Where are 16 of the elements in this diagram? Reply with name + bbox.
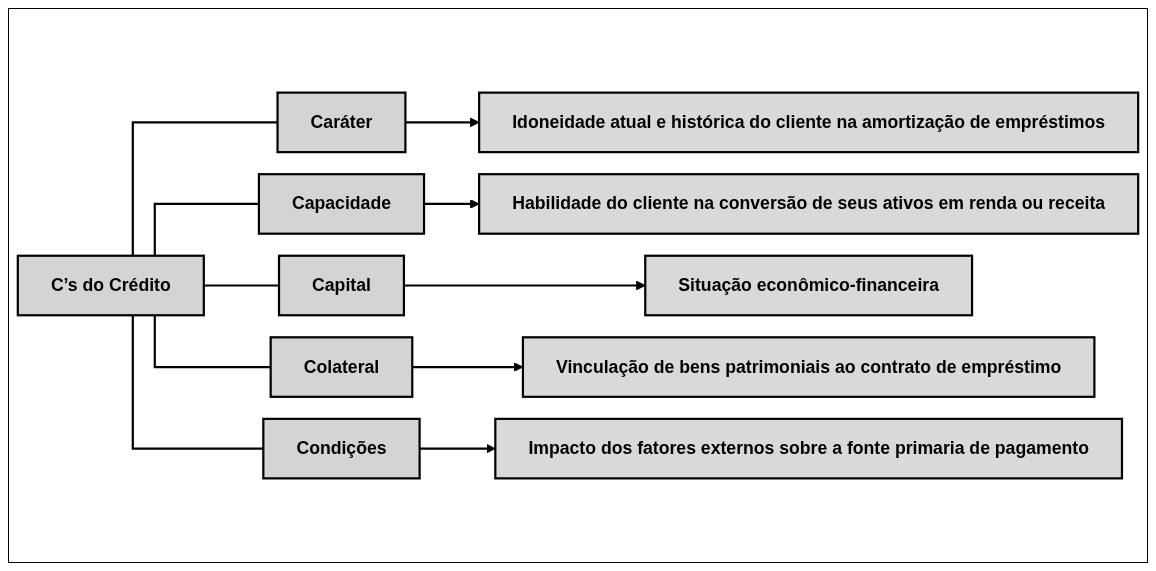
node-box (257, 173, 426, 235)
node-box (262, 417, 421, 480)
node-box (478, 91, 1140, 154)
node-box (644, 254, 974, 317)
diagram-frame: C’s do Crédito Caráter Idoneidade atual e histórica do cliente na amortização de empréstimos Capacidade Habilidade do cliente na conversão de seus ativos em renda ou receita Capital Situação econômico-financeira Colateral Vinculação de bens patrimoniais ao contrato de empréstimo Condições Impacto dos fatores externos sobre a fonte primaria de pagamento (8, 8, 1148, 563)
connector (131, 121, 278, 256)
node-box (16, 254, 205, 317)
connector (153, 315, 271, 369)
connector (131, 315, 264, 450)
node-box (494, 417, 1124, 480)
connector (153, 202, 259, 256)
node-box (277, 254, 406, 317)
node-box (276, 91, 407, 154)
node-box (269, 336, 414, 398)
node-box (478, 173, 1140, 235)
node-box (521, 336, 1096, 398)
